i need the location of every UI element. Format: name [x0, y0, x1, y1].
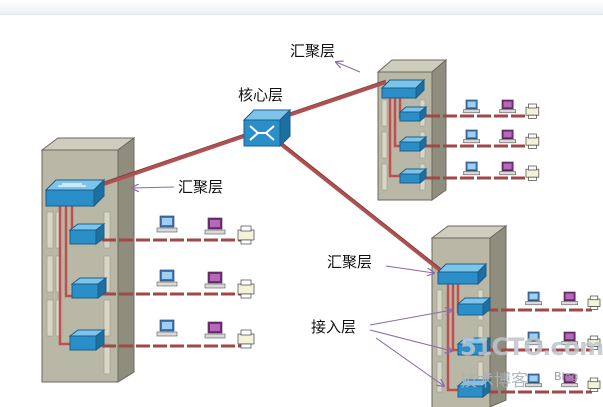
printer-icon — [237, 279, 255, 299]
printer-icon — [525, 103, 540, 119]
arrow-access-3 — [375, 337, 444, 386]
end-devices — [156, 99, 601, 392]
aggregation-layer-label-bottom: 汇聚层 — [327, 253, 373, 271]
pc-icon — [156, 215, 178, 233]
pc-icon — [204, 217, 226, 235]
aggregation-layer-label-top: 汇聚层 — [290, 42, 336, 60]
access-switch-icon — [68, 223, 106, 245]
pc-icon — [156, 269, 178, 287]
access-switch-icon — [456, 336, 492, 357]
core-layer-label: 核心层 — [238, 86, 284, 104]
access-switch-icon — [398, 105, 428, 123]
link-core-to-bottom-agg — [274, 138, 442, 272]
pc-icon — [525, 373, 542, 388]
aggregation-layer-label-left: 汇聚层 — [178, 178, 224, 196]
pc-icon — [204, 321, 226, 339]
printer-icon — [587, 377, 601, 392]
pc-icon — [463, 129, 480, 144]
pc-icon — [561, 373, 578, 388]
access-switch-icon — [456, 296, 492, 317]
access-layer-label: 接入层 — [311, 318, 357, 336]
arrow-agg-bottom — [385, 265, 434, 273]
pc-icon — [156, 319, 178, 337]
agg-switch-left-icon — [44, 178, 106, 208]
window-top-bar — [0, 0, 603, 15]
printer-icon — [237, 225, 255, 245]
arrow-agg-left — [132, 187, 175, 188]
arrow-agg-top — [336, 62, 361, 73]
printer-icon — [587, 295, 601, 310]
pc-icon — [561, 291, 578, 306]
pc-icon — [499, 129, 516, 144]
printer-icon — [237, 329, 255, 349]
printer-icon — [525, 133, 540, 149]
access-switch-icon — [68, 329, 106, 351]
core-uplinks — [91, 80, 442, 272]
arrow-access-1 — [369, 310, 452, 326]
pc-icon — [525, 291, 542, 306]
pc-icon — [463, 99, 480, 114]
watermark-blog: Blog — [554, 370, 579, 383]
arrow-access-2 — [369, 329, 452, 351]
access-switch-icon — [398, 167, 428, 185]
access-switch-icon — [456, 378, 492, 399]
pc-icon — [499, 161, 516, 176]
watermark-subtitle: 技术博客 — [460, 371, 528, 391]
watermark-brand: 51CTO.com — [460, 333, 603, 361]
pc-icon — [204, 271, 226, 289]
pc-icon — [525, 331, 542, 346]
agg-switch-top-icon — [380, 78, 426, 100]
printer-icon — [587, 335, 601, 350]
pc-icon — [499, 99, 516, 114]
core-switch-icon — [242, 108, 292, 148]
agg-switch-bottom-icon — [436, 262, 488, 286]
access-links — [102, 114, 592, 394]
pc-icon — [463, 161, 480, 176]
access-switch-icon — [398, 135, 428, 153]
access-switch-icon — [70, 277, 108, 299]
printer-icon — [525, 165, 540, 181]
pc-icon — [561, 331, 578, 346]
link-core-to-left-agg — [91, 132, 251, 190]
link-core-to-top-agg — [279, 80, 387, 120]
access-switches — [68, 105, 492, 399]
label-arrows — [132, 62, 452, 386]
